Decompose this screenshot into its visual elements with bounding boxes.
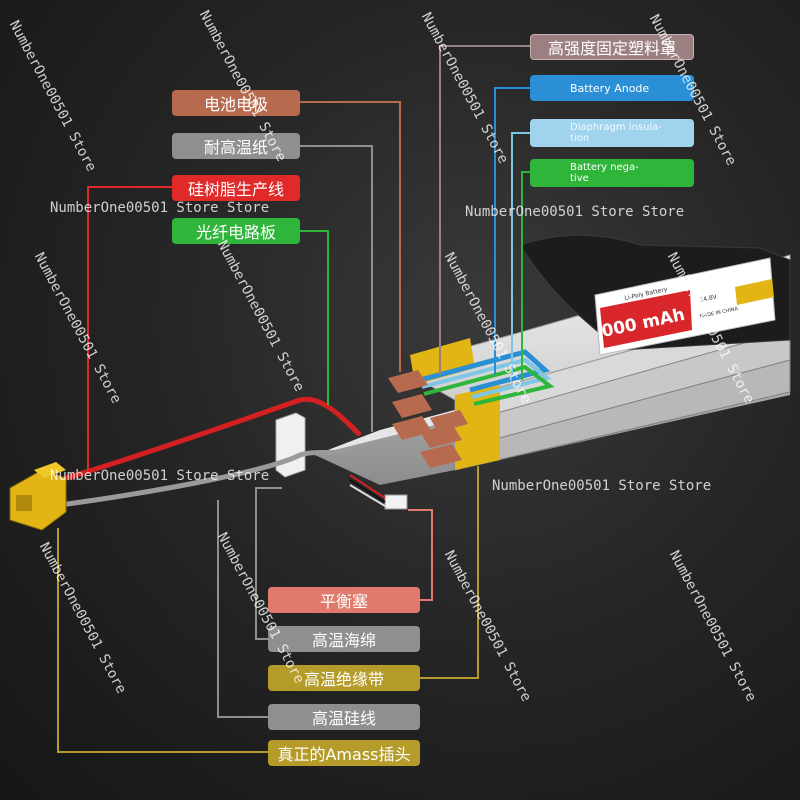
gray-wire <box>59 447 351 508</box>
balance-wire-black <box>349 479 386 503</box>
leader-battery-negative <box>521 171 530 380</box>
tab-1 <box>388 370 428 393</box>
leader-silicone-wire <box>87 186 172 470</box>
watermark: NumberOne00501 Store Store <box>492 478 712 494</box>
gold-sticker <box>735 279 774 305</box>
balance-connector <box>384 494 408 510</box>
leader-insulation-tape <box>420 466 479 679</box>
watermark: NumberOne00501 Store Store <box>50 200 270 216</box>
tab-4 <box>420 424 462 448</box>
layer-lightblue <box>421 357 552 399</box>
watermark: NumberOne00501 Store Store <box>465 204 685 220</box>
leader-battery-anode <box>494 87 530 375</box>
watermark: NumberOne00501 Store Store <box>50 468 270 484</box>
cut-face-yellow-top <box>410 338 475 385</box>
battery-label-red-strip <box>600 290 692 348</box>
leader-amass-plug <box>57 528 268 753</box>
label-amass-plug: 真正的Amass插头 <box>268 740 420 766</box>
leader-electrode <box>300 101 401 372</box>
label-battery-anode: Battery Anode <box>530 75 694 101</box>
amass-plug <box>9 462 67 531</box>
label-silicone-wire: 硅树脂生产线 <box>172 175 300 201</box>
tab-5 <box>420 444 462 468</box>
balance-wire-white <box>349 484 386 507</box>
label-heat-sponge: 高温海绵 <box>268 626 420 652</box>
red-wire <box>59 396 362 483</box>
label-heat-silicone-wire: 高温硅线 <box>268 704 420 730</box>
label-insulation-tape: 高温绝缘带 <box>268 665 420 691</box>
leader-lines <box>57 45 530 753</box>
label-fpc-board: 光纤电路板 <box>172 218 300 244</box>
tab-2 <box>392 394 432 418</box>
balance-wire-red <box>349 474 386 499</box>
leader-diaphragm <box>511 132 530 375</box>
label-diaphragm: Diaphragm insula-tion <box>530 119 694 147</box>
label-heat-paper: 耐高温纸 <box>172 133 300 159</box>
wires <box>59 396 386 508</box>
leader-heat-silicone-wire <box>217 500 268 718</box>
layer-green <box>423 364 555 406</box>
label-battery-negative: Battery nega-tive <box>530 159 694 187</box>
battery-pack: 000 mAh Li-Poly Battery 14.8V MADE IN CH… <box>275 234 791 510</box>
battery-voltage: 14.8V <box>699 293 718 304</box>
leader-balance-plug <box>408 509 433 601</box>
label-balance-plug: 平衡塞 <box>268 587 420 613</box>
label-electrode: 电池电极 <box>172 90 300 116</box>
sponge-block <box>275 412 306 478</box>
leader-plastic-cover <box>439 45 530 375</box>
label-plastic-cover: 高强度固定塑料罩 <box>530 34 694 60</box>
leader-heat-sponge <box>255 487 282 640</box>
leader-heat-paper <box>300 145 373 432</box>
layer-blue <box>419 349 551 393</box>
tab-6 <box>430 410 468 432</box>
cut-face-yellow-bottom <box>455 385 500 470</box>
leader-fpc-board <box>300 230 329 405</box>
